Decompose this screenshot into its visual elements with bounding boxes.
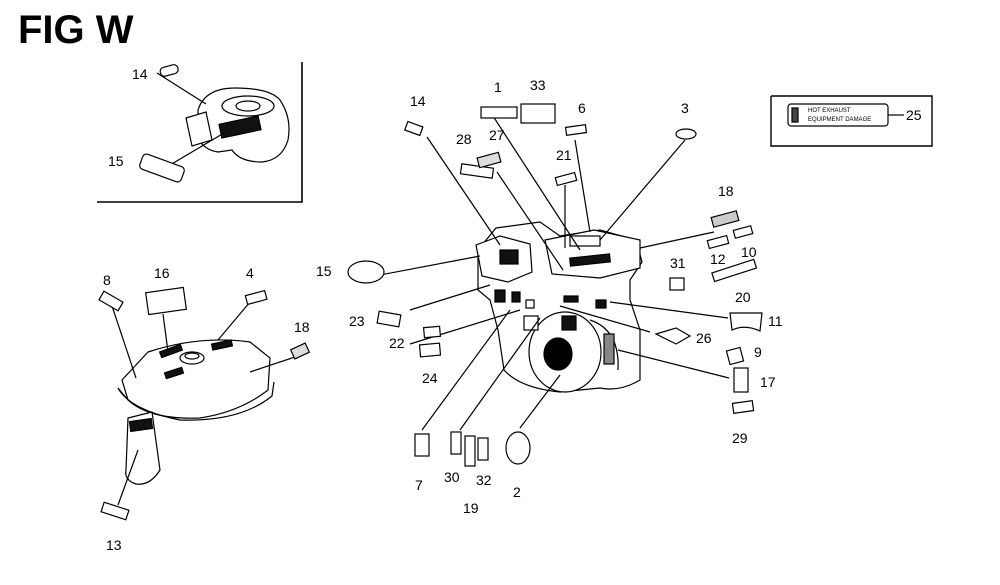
- callout-18-left: 18: [294, 319, 310, 335]
- label-10: [732, 225, 754, 239]
- callout-32: 32: [476, 472, 492, 488]
- callout-27: 27: [489, 127, 505, 143]
- callout-14-inset: 14: [132, 66, 148, 82]
- label-14-inset: [159, 64, 179, 77]
- callout-22: 22: [389, 335, 405, 351]
- label-13: [100, 501, 130, 521]
- callout-3: 3: [681, 100, 689, 116]
- warning-label-line1: HOT EXHAUST: [808, 108, 851, 114]
- callout-6: 6: [578, 100, 586, 116]
- fuel-tank-assembly: [98, 286, 311, 521]
- label-12: [706, 234, 730, 250]
- label-3: [675, 128, 697, 140]
- callout-7: 7: [415, 477, 423, 493]
- callout-9: 9: [754, 344, 762, 360]
- label-26: [654, 327, 692, 345]
- callout-15-main: 15: [316, 263, 332, 279]
- label-30: [450, 431, 462, 455]
- label-23: [376, 310, 402, 328]
- label-22: [422, 325, 442, 339]
- label-32: [477, 437, 489, 461]
- label-33: [520, 103, 556, 124]
- label-7: [414, 433, 430, 457]
- callout-25: 25: [906, 107, 922, 123]
- callout-15-inset: 15: [108, 153, 124, 169]
- callout-23: 23: [349, 313, 365, 329]
- callout-17: 17: [760, 374, 776, 390]
- callout-16: 16: [154, 265, 170, 281]
- callout-29: 29: [732, 430, 748, 446]
- callout-30: 30: [444, 469, 460, 485]
- callout-8: 8: [103, 272, 111, 288]
- label-27: [476, 151, 502, 169]
- callout-13: 13: [106, 537, 122, 553]
- callout-24: 24: [422, 370, 438, 386]
- label-19: [464, 435, 476, 467]
- label-8: [98, 290, 124, 312]
- label-14-main: [404, 120, 424, 137]
- label-4: [244, 289, 268, 306]
- engine-assembly: [347, 103, 763, 467]
- callout-1: 1: [494, 79, 502, 95]
- label-16: [144, 286, 188, 316]
- callout-14-main: 14: [410, 93, 426, 109]
- label-18-right: [710, 210, 740, 228]
- label-15-main: [347, 260, 385, 284]
- label-21: [554, 171, 578, 187]
- warning-label-inset: [770, 95, 933, 147]
- figure-title: FIG W: [18, 8, 134, 52]
- callout-12: 12: [710, 251, 726, 267]
- label-31: [669, 277, 685, 291]
- callout-21: 21: [556, 147, 572, 163]
- label-6: [564, 123, 588, 137]
- callout-19: 19: [463, 500, 479, 516]
- label-11: [729, 312, 763, 332]
- callout-31: 31: [670, 255, 686, 271]
- label-1: [480, 106, 518, 119]
- warning-label-line2: EQUIPMENT DAMAGE: [808, 117, 871, 123]
- label-29: [731, 399, 755, 415]
- label-17: [733, 367, 749, 393]
- callout-28: 28: [456, 131, 472, 147]
- label-18-left: [289, 342, 311, 360]
- callout-2: 2: [513, 484, 521, 500]
- callout-11: 11: [768, 313, 783, 329]
- label-24: [418, 342, 442, 358]
- callout-33: 33: [530, 77, 546, 93]
- label-2: [505, 431, 531, 465]
- label-9: [725, 346, 745, 366]
- callout-10: 10: [741, 244, 757, 260]
- callout-26: 26: [696, 330, 712, 346]
- label-15-inset: [139, 153, 185, 183]
- label-28: [459, 163, 495, 179]
- callout-18-right: 18: [718, 183, 734, 199]
- callout-20: 20: [735, 289, 751, 305]
- label-20: [711, 258, 758, 283]
- air-cleaner-inset: [97, 62, 303, 203]
- callout-4: 4: [246, 265, 254, 281]
